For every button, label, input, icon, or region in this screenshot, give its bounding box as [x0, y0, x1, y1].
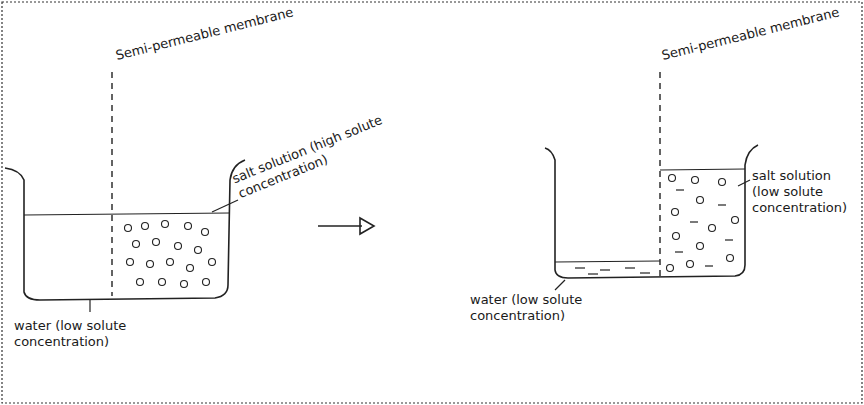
solution-label: salt solution (high solute concentration…	[230, 103, 414, 202]
beaker	[5, 160, 245, 300]
process-arrow	[318, 225, 362, 227]
solution-label: salt solution (low solute concentration)	[752, 168, 858, 216]
membrane-label: Semi-permeable membrane	[660, 3, 848, 64]
membrane-label: Semi-permeable membrane	[114, 3, 302, 64]
leader-line	[89, 300, 90, 312]
water-level	[660, 169, 745, 170]
water-label: water (low solute concentration)	[470, 292, 680, 324]
solute-particles	[667, 175, 739, 272]
solute-particles	[125, 221, 216, 288]
arrow-head	[360, 218, 374, 234]
leader-line	[555, 280, 565, 290]
water-level	[24, 213, 229, 215]
water-level	[555, 261, 660, 262]
membrane-line	[659, 72, 660, 276]
leader-line	[738, 180, 750, 186]
membrane-line	[111, 72, 112, 296]
leader-line	[212, 200, 238, 212]
water-label: water (low solute concentration)	[14, 318, 224, 350]
beaker	[545, 145, 758, 278]
water-molecules	[575, 190, 733, 274]
